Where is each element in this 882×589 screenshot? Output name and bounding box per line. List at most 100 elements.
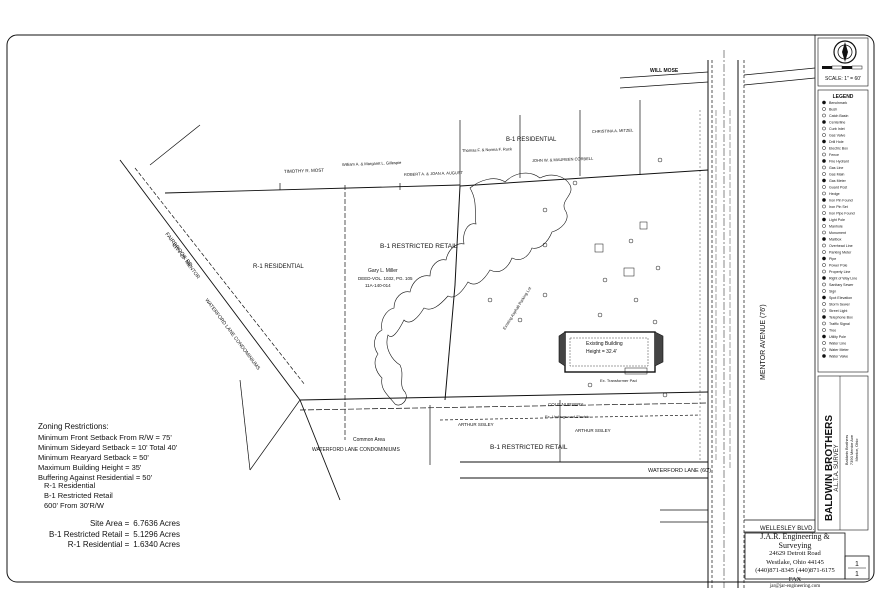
label-existing-building: Existing Building — [586, 341, 623, 347]
legend-symbol-icon — [822, 198, 826, 202]
legend-title: LEGEND — [833, 94, 854, 100]
label-arthur-1: ARTHUR SISLEY — [458, 422, 494, 427]
legend-item: Water Valve — [829, 355, 848, 359]
area-value: 5.1296 Acres — [133, 529, 180, 539]
tb-note-2: 7390 Mentor Ave — [849, 434, 854, 465]
legend-symbol-icon — [822, 269, 826, 274]
firm-info: J.A.R. Engineering & Surveying 24629 Det… — [749, 532, 841, 589]
legend-symbol-icon — [822, 347, 826, 352]
legend-item: Iron Pin Found — [829, 199, 853, 203]
label-wall-mose: WILL MOSE — [650, 68, 679, 74]
underground-electric-line — [439, 414, 701, 421]
legend-item: Power Pole — [829, 264, 847, 268]
label-common-area: Common Area — [353, 437, 385, 443]
svg-text:N: N — [842, 50, 847, 57]
legend-item: Electric Box — [829, 147, 848, 151]
label-miller-deed: DEED-VOL. 1032, PG. 105 — [358, 276, 413, 281]
area-label: B-1 Restricted Retail = — [49, 529, 130, 539]
legend-symbol-icon — [822, 120, 826, 124]
legend-symbol-icon — [822, 289, 826, 293]
legend-item: Utility Pole — [829, 335, 846, 339]
zoning-title: Zoning Restrictions: — [38, 422, 109, 431]
area-summary: Site Area =6.7636 Acres B-1 Restricted R… — [40, 519, 180, 551]
legend-symbol-icon — [822, 250, 826, 254]
legend-item: Water Meter — [829, 348, 849, 352]
label-owner-william: William A. & Margaret L. Gillespie — [342, 160, 402, 167]
sheet-border — [6, 34, 875, 583]
legend-symbol-icon — [822, 107, 826, 111]
legend-item: Spot Elevation — [829, 296, 852, 300]
tb-note-1: Baldwin Brothers — [844, 435, 849, 465]
tb-note-3: Mentor, Ohio — [854, 438, 859, 462]
legend-item: Curb Inlet — [829, 127, 845, 131]
label-b1-main: B-1 RESTRICTED RETAIL — [380, 243, 458, 250]
label-arthur-2: ARTHUR SISLEY — [575, 428, 611, 433]
legend-item: Mailbox — [829, 238, 842, 242]
legend-symbol-icon — [822, 315, 826, 319]
label-building-height: Height = 32.4' — [586, 349, 617, 355]
firm-address-1: 24629 Detroit Road — [769, 550, 821, 557]
legend-symbol-icon — [822, 230, 826, 235]
legend-item: Guard Post — [829, 186, 847, 190]
legend-symbol-icon — [822, 302, 826, 306]
firm-block: 1 1 — [744, 532, 870, 580]
legend-item: Gas Meter — [829, 179, 847, 183]
legend-symbol-icon — [822, 276, 826, 280]
legend-symbol-icon — [822, 165, 826, 170]
legend-item: Overhead Line — [829, 244, 853, 248]
legend-symbol-icon — [822, 139, 826, 144]
tree-line — [374, 172, 572, 406]
legend-symbol-icon — [822, 113, 826, 118]
label-transformer: Ex. Transformer Pad — [600, 378, 637, 383]
scale-label: SCALE: 1" = 60' — [825, 76, 861, 82]
area-label: R-1 Residential = — [67, 540, 130, 549]
legend-item: Light Pole — [829, 218, 845, 222]
legend-item: Fence — [829, 153, 839, 157]
legend-symbol-icon — [822, 133, 826, 137]
legend-item: Monument — [829, 231, 846, 235]
legend-symbol-icon — [822, 295, 826, 300]
legend-symbol-icon — [822, 211, 826, 215]
legend-item: Parking Meter — [829, 251, 852, 255]
legend-item: Bush — [829, 108, 837, 112]
label-cole-nursery: COLE NURSERY — [548, 402, 583, 407]
label-mentor-avenue: MENTOR AVENUE (76') — [760, 304, 767, 380]
legend-item: Hedge — [829, 192, 840, 196]
legend-item: Manhole — [829, 225, 843, 229]
zoning-row: Minimum Rearyard Setback = 50' — [38, 453, 149, 462]
label-underground-electric: Ex. Underground Electric — [545, 414, 589, 419]
legend-symbol-icon — [822, 308, 826, 313]
north-arrow-block: N SCALE: 1" = 60' — [817, 37, 869, 87]
zoning-row: Buffering Against Residential = 50' — [38, 473, 153, 482]
legend-symbol-icon — [822, 178, 826, 183]
legend-symbol-icon — [822, 172, 826, 176]
legend-item: Street Light — [829, 309, 847, 313]
label-b1-bottom: B-1 RESTRICTED RETAIL — [490, 444, 568, 451]
label-wellesley: WELLESLEY BLVD. — [760, 526, 814, 532]
legend-symbol-icon — [822, 282, 826, 287]
legend-item: Drill Hole — [829, 140, 844, 144]
legend-item: Property Line — [829, 270, 850, 274]
legend-symbol-icon — [822, 334, 826, 339]
site-plan — [119, 50, 816, 588]
district-list: R-1 Residential B-1 Restricted Retail 60… — [44, 481, 113, 511]
area-value: 6.7636 Acres — [133, 519, 180, 528]
zoning-row: Minimum Front Setback From R/W = 75' — [38, 433, 172, 442]
legend-item: Catch Basin — [829, 114, 848, 118]
label-miller-pp: 11A-140-014 — [365, 283, 391, 288]
label-owner-timothy: TIMOTHY R. MOST — [284, 168, 325, 174]
legend-symbol-icon — [822, 243, 826, 248]
legend-item: Traffic Signal — [829, 322, 850, 326]
legend-item: Sanitary Sewer — [829, 283, 854, 287]
label-condo-bottom: WATERFORD LANE CONDOMINIUMS — [312, 447, 400, 453]
legend-item: Right of Way Line — [829, 277, 857, 281]
legend-item: Sign — [829, 290, 836, 294]
label-r1: R-1 RESIDENTIAL — [253, 264, 304, 270]
area-value: 1.6340 Acres — [133, 540, 180, 549]
district-item: B-1 Restricted Retail — [44, 491, 113, 500]
existing-building — [558, 331, 664, 373]
zoning-row: Minimum Sideyard Setback = 10' Total 40' — [38, 443, 178, 452]
legend-item: Pipe — [829, 257, 836, 261]
